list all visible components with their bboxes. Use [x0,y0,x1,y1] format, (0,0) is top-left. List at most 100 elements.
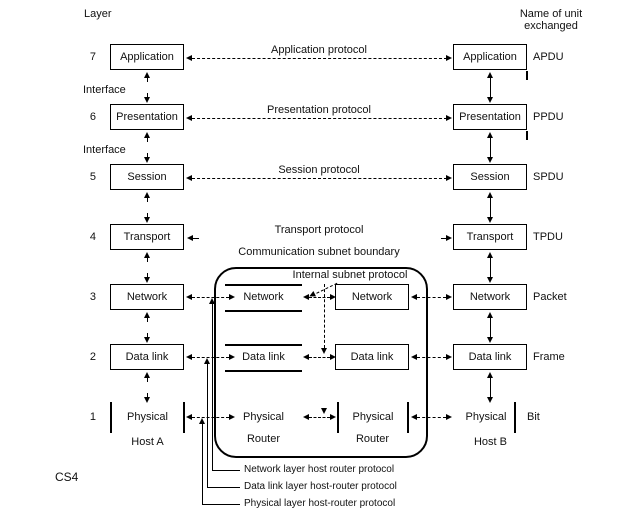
host-a-network-box: Network [110,284,184,310]
router1-network-bottom-line [225,310,302,312]
arrow-stub [147,318,148,322]
host-a-transport-box: Transport [110,224,184,250]
host-b-label: Host B [473,436,507,448]
router2-physical-left-bar [337,402,339,433]
arrow-stub [147,138,148,142]
down-arrowhead [487,337,493,343]
unit-packet: Packet [533,291,567,303]
host-a-physical-right-bar [183,402,185,433]
down-arrowhead [487,277,493,283]
right-arrowhead [330,294,336,300]
layer-number-5: 5 [89,171,96,183]
host-b-datalink-box: Data link [453,344,527,370]
host-a-session-box: Session [110,164,184,190]
router1-network-label: Network [243,291,284,303]
up-arrowhead [144,72,150,78]
up-arrowhead [144,252,150,258]
arrow-stub [147,198,148,202]
down-arrowhead [321,348,327,354]
arrow-line [490,317,491,338]
dashed-link [417,417,446,418]
left-arrowhead [303,354,309,360]
unit-spdu: SPDU [533,171,564,183]
unit-divider-bar [526,131,528,140]
session-protocol-label: Session protocol [278,164,360,176]
internal-subnet-vertical-dash [324,284,325,348]
dashed-link [192,357,229,358]
datalink-host-router-protocol-label: Data link layer host-router protocol [244,481,397,492]
layer-column-title: Layer [84,8,112,20]
host-b-session-box: Session [453,164,527,190]
dashed-link [192,417,229,418]
left-arrowhead [186,294,192,300]
up-arrowhead [209,298,215,304]
physical-host-router-protocol-label: Physical layer host-router protocol [244,498,396,509]
up-arrowhead [144,372,150,378]
router1-datalink-label: Data link [242,351,285,363]
host-b-application-box: Application [453,44,527,70]
arrow-stub [147,393,148,398]
unit-frame: Frame [533,351,565,363]
router2-physical-label: Physical [352,411,394,423]
application-protocol-dashed-line [192,58,447,59]
router2-label: Router [355,433,390,445]
arrow-line [490,137,491,158]
up-arrowhead [487,312,493,318]
host-a-presentation-box: Presentation [110,104,184,130]
up-arrowhead [204,358,210,364]
arrow-stub [147,273,148,278]
host-b-presentation-box: Presentation [453,104,527,130]
down-arrowhead [487,397,493,403]
subnet-boundary-label: Communication subnet boundary [238,246,400,258]
down-arrowhead [487,157,493,163]
arrow-line [490,77,491,98]
right-arrowhead [446,175,452,181]
dashed-link [192,297,229,298]
router1-network-top-line [225,284,302,286]
arrow-stub [147,213,148,218]
interface-label-1: Interface [83,84,126,96]
presentation-protocol-label: Presentation protocol [267,104,371,116]
right-arrowhead [446,55,452,61]
dashed-link [309,357,330,358]
unit-column-title-line1: Name of unit [519,8,583,20]
left-arrowhead [411,414,417,420]
left-arrowhead [186,414,192,420]
unit-column-title-line2: exchanged [524,20,578,32]
left-arrowhead [303,294,309,300]
left-arrowhead [186,175,192,181]
internal-subnet-protocol-label: Internal subnet protocol [292,269,408,281]
dashed-link [417,297,446,298]
right-arrowhead [229,414,235,420]
left-arrowhead [186,354,192,360]
layer-number-3: 3 [89,291,96,303]
left-arrowhead [303,414,309,420]
layer-number-1: 1 [89,411,96,423]
dashed-link [309,417,330,418]
left-arrowhead [411,294,417,300]
left-arrowhead [186,55,192,61]
datalink-callout-line [207,364,208,487]
unit-divider-bar [526,71,528,80]
arrow-stub [147,78,148,82]
right-arrowhead [330,414,336,420]
host-a-physical-left-bar [110,402,112,433]
interface-label-2: Interface [83,144,126,156]
host-a-datalink-box: Data link [110,344,184,370]
down-arrowhead [487,217,493,223]
down-arrowhead [144,97,150,103]
arrow-stub [147,378,148,382]
arrow-line [490,377,491,398]
up-arrowhead [487,192,493,198]
arrow-line [490,197,491,218]
host-b-network-box: Network [453,284,527,310]
left-arrowhead [187,235,193,241]
host-b-physical-right-bar [514,402,516,433]
up-arrowhead [144,312,150,318]
right-arrowhead [446,115,452,121]
arrow-stub [147,153,148,158]
figure-caption: CS4 [55,470,79,484]
arrow-stub [441,238,447,239]
unit-ppdu: PPDU [533,111,564,123]
